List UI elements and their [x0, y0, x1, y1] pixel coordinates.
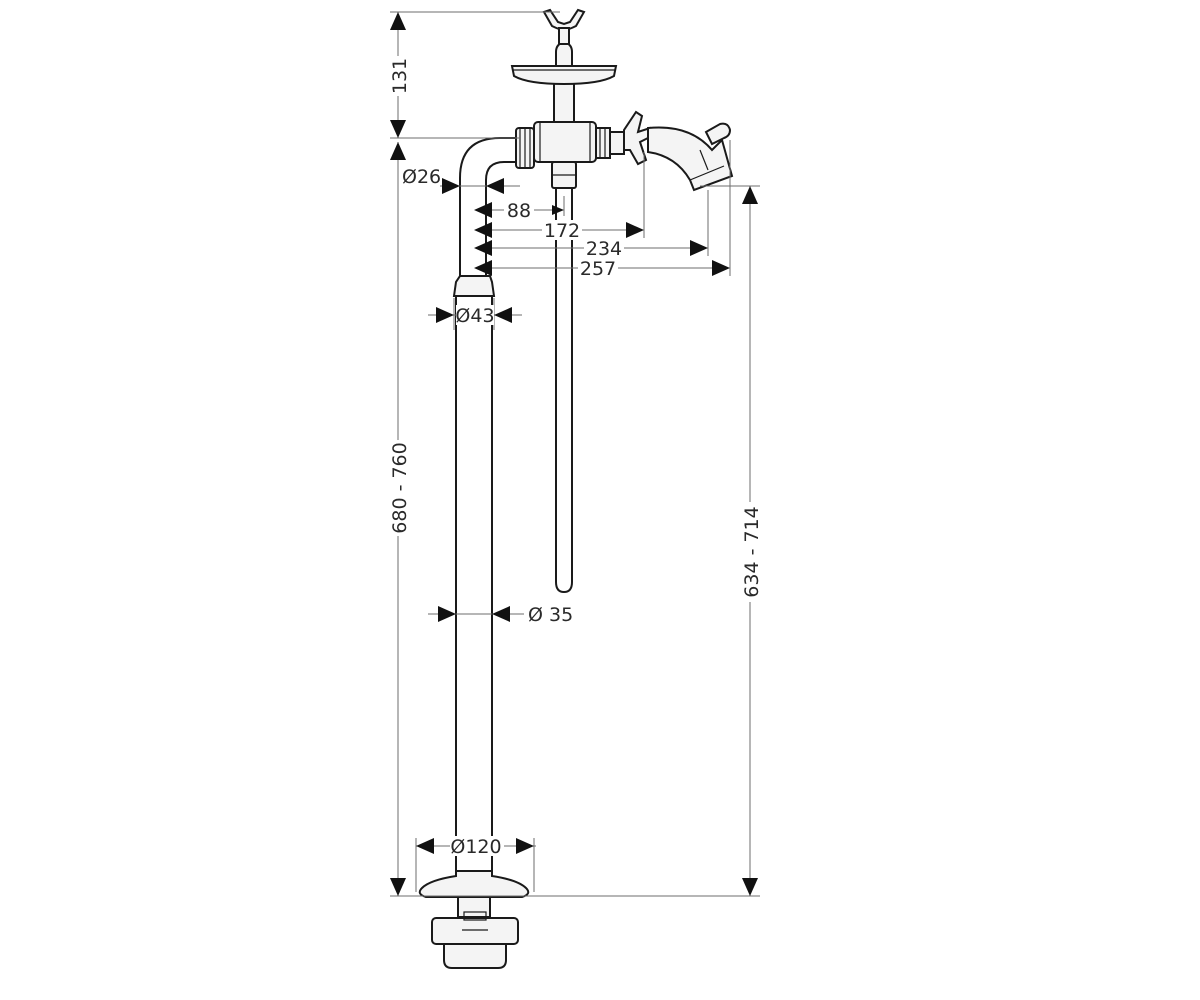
arrow-634-top	[742, 186, 758, 204]
label-634-714: 634 - 714	[741, 506, 763, 597]
arrow-172-left	[474, 222, 492, 238]
cross-handle-side	[623, 110, 654, 166]
label-diameter-35: Ø 35	[528, 604, 573, 626]
label-diameter-26: Ø26	[402, 166, 441, 188]
label-172: 172	[544, 220, 580, 242]
base-escutcheon	[418, 870, 530, 898]
arrow-172-right	[626, 222, 644, 238]
label-diameter-43: Ø43	[455, 305, 494, 327]
arrow-234-right	[690, 240, 708, 256]
pipe-collar	[452, 275, 496, 297]
valve-body	[533, 121, 597, 163]
label-680-760: 680 - 760	[389, 442, 411, 533]
arrow-26-left	[442, 178, 460, 194]
arrow-26-right	[486, 178, 504, 194]
shower-stem	[553, 81, 575, 123]
arrow-257-left	[474, 260, 492, 276]
right-coupling	[595, 127, 611, 159]
faucet-body	[418, 8, 734, 969]
arrow-680-top	[390, 142, 406, 160]
label-257: 257	[580, 258, 616, 280]
label-diameter-120: Ø120	[450, 836, 501, 858]
arrow-35-left	[438, 606, 456, 622]
hand-shower-tube	[555, 187, 573, 593]
arrow-257-right	[712, 260, 730, 276]
dimension-arrows	[390, 12, 758, 896]
arrow-43-right	[494, 307, 512, 323]
shower-neck	[555, 40, 573, 67]
spout	[647, 126, 734, 192]
dimension-labels: 131 680 - 760 634 - 714 Ø26 88 172 234 2…	[388, 56, 763, 858]
arrow-43-left	[436, 307, 454, 323]
arrow-120-left	[416, 838, 434, 854]
spout-nozzle	[704, 122, 732, 146]
floor-fixing-lower	[443, 943, 507, 969]
standpipe	[455, 295, 493, 872]
arrow-234-left	[474, 240, 492, 256]
label-88: 88	[507, 200, 531, 222]
arrow-88-right	[552, 205, 564, 215]
label-131: 131	[389, 58, 411, 94]
shower-head	[510, 65, 618, 86]
arrow-131-top	[390, 12, 406, 30]
floor-fixing	[457, 896, 491, 918]
arrow-120-right	[516, 838, 534, 854]
arrow-680-bottom	[390, 878, 406, 896]
arrow-634-bottom	[742, 878, 758, 896]
arrow-88-left	[474, 202, 492, 218]
label-234: 234	[586, 238, 622, 260]
arrow-131-bottom	[390, 120, 406, 138]
arrow-35-right	[492, 606, 510, 622]
